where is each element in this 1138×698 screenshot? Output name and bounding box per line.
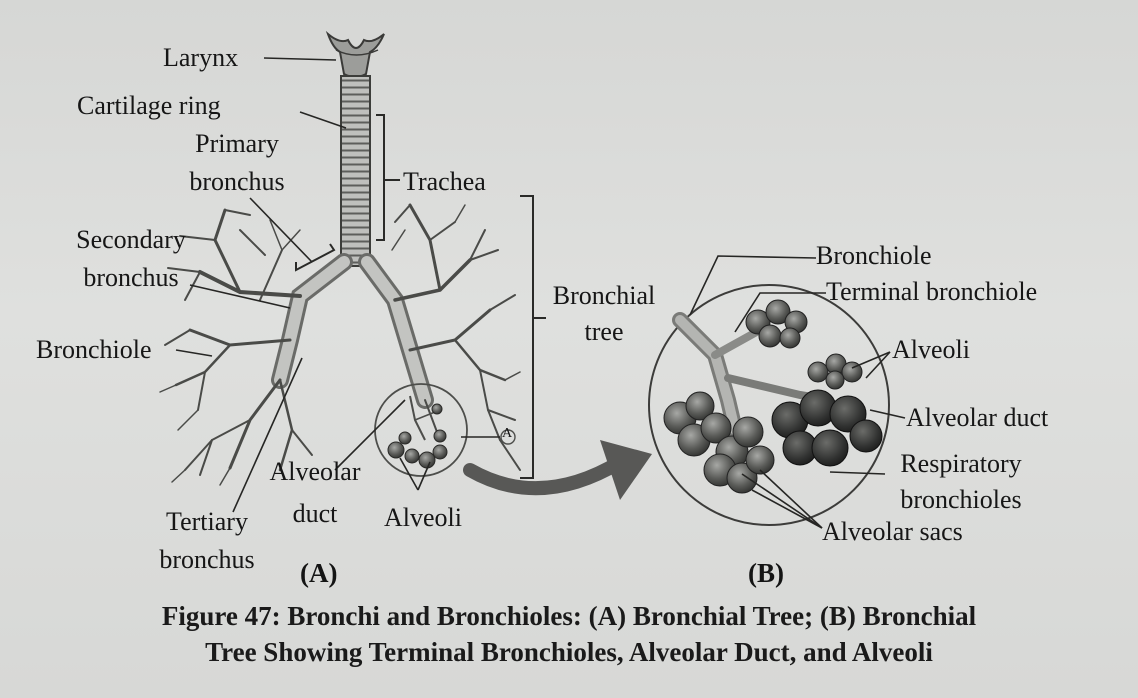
bronchial-tree-right [367, 205, 520, 470]
panel-label-a: (A) [300, 558, 337, 589]
label-bronchiole-b: Bronchiole [816, 242, 932, 270]
label-alveolar-duct-a-line2: duct [270, 500, 360, 528]
label-bronchial-tree-line1: Bronchial [534, 282, 674, 310]
trachea-shape [341, 76, 370, 266]
label-tertiary-bronchus-line2: bronchus [142, 546, 272, 574]
alveolar-sacs [664, 392, 774, 493]
label-bronchial-tree-line2: tree [534, 318, 674, 346]
larynx-shape [328, 34, 384, 77]
zoom-arrow [470, 440, 652, 500]
label-primary-bronchus-line2: bronchus [172, 168, 302, 196]
label-trachea: Trachea [403, 168, 486, 196]
label-alveolar-duct-a-line1: Alveolar [250, 458, 380, 486]
caption-line-1: Figure 47: Bronchi and Bronchioles: (A) … [0, 598, 1138, 634]
label-bronchiole-a: Bronchiole [36, 336, 152, 364]
label-alveoli-a: Alveoli [384, 504, 462, 532]
label-secondary-bronchus-line1: Secondary [56, 226, 206, 254]
figure-caption: Figure 47: Bronchi and Bronchioles: (A) … [0, 598, 1138, 670]
label-terminal-bronchiole: Terminal bronchiole [826, 278, 1037, 306]
label-larynx: Larynx [163, 44, 238, 72]
alveolar-cluster-duct [772, 390, 882, 466]
label-alveoli-b: Alveoli [892, 336, 970, 364]
label-alveolar-sacs: Alveolar sacs [822, 518, 963, 546]
label-respiratory-bronchioles-line2: bronchioles [876, 486, 1046, 514]
panel-label-b: (B) [748, 558, 784, 589]
label-primary-bronchus-line1: Primary [172, 130, 302, 158]
caption-line-2: Tree Showing Terminal Bronchioles, Alveo… [0, 634, 1138, 670]
alveoli-inset-circle-a [375, 384, 515, 476]
label-secondary-bronchus-line2: bronchus [56, 264, 206, 292]
label-respiratory-bronchioles-line1: Respiratory [876, 450, 1046, 478]
label-tertiary-bronchus-line1: Tertiary [142, 508, 272, 536]
label-small-a: A [502, 426, 512, 442]
label-cartilage-ring: Cartilage ring [77, 92, 221, 120]
alveolar-cluster-alveoli [808, 354, 862, 389]
label-alveolar-duct-b: Alveolar duct [906, 404, 1048, 432]
alveolar-cluster-terminal [746, 300, 807, 348]
